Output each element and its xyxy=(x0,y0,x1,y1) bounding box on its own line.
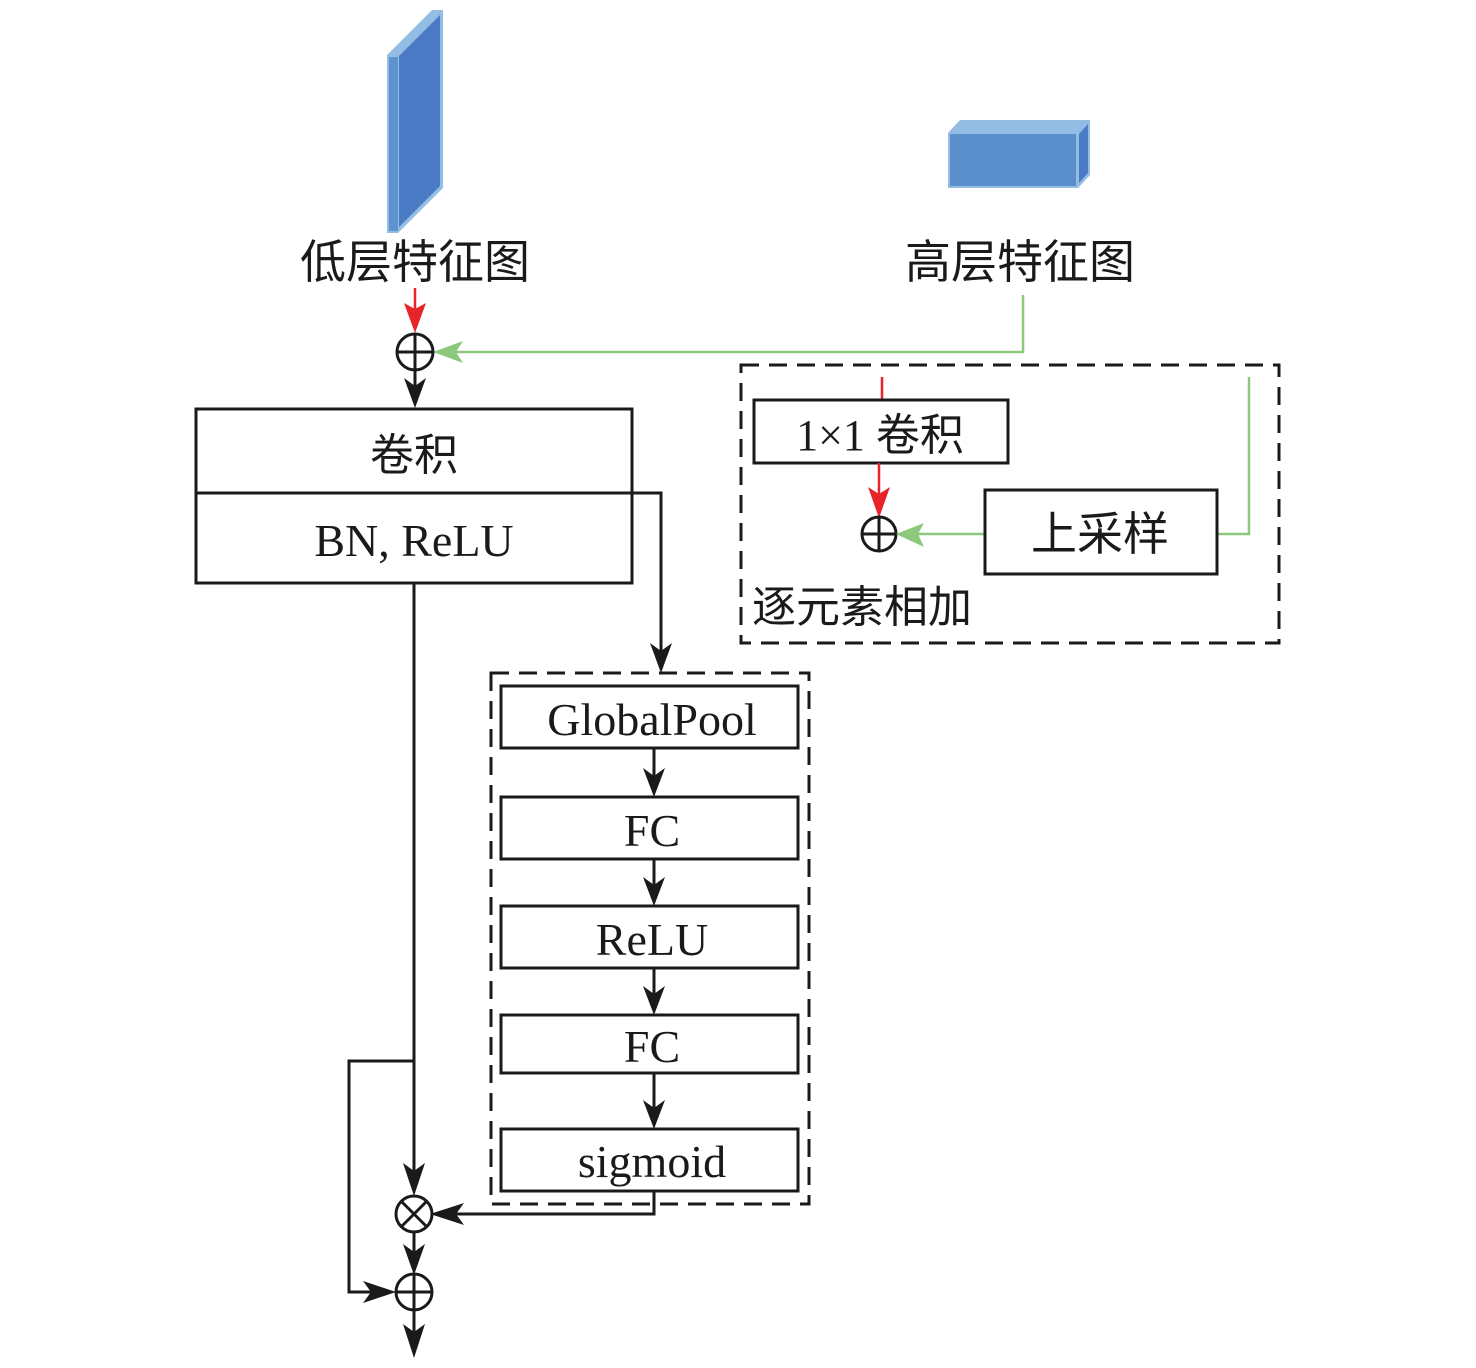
low-level-arrow xyxy=(404,288,426,333)
attention-step-fc-1: FC xyxy=(499,795,800,861)
step-label: GlobalPool xyxy=(547,694,757,745)
final-add-node-icon xyxy=(394,1272,434,1312)
arrow-to-final-add xyxy=(403,1232,425,1275)
conv-block: 卷积 BN, ReLU xyxy=(194,407,634,585)
attention-step-globalpool: GlobalPool xyxy=(499,684,800,750)
attention-arrow xyxy=(643,968,665,1015)
attention-step-sigmoid: sigmoid xyxy=(499,1127,800,1193)
legend-add-node-icon xyxy=(860,515,898,553)
arrow-to-conv xyxy=(404,370,426,408)
legend-conv1x1-label: 1×1 卷积 xyxy=(796,411,964,460)
main-path-line xyxy=(403,583,425,1196)
attention-arrow xyxy=(643,859,665,906)
legend-green-arrow xyxy=(896,377,1251,547)
legend-frame xyxy=(739,363,1281,645)
attention-module-frame xyxy=(489,671,811,1206)
attention-output-arrow xyxy=(430,1191,656,1225)
step-label: sigmoid xyxy=(578,1136,726,1187)
attention-arrow xyxy=(643,748,665,797)
output-arrow xyxy=(403,1310,425,1358)
step-label: ReLU xyxy=(596,914,708,965)
high-level-feature-map-icon xyxy=(948,120,1090,188)
step-label: FC xyxy=(624,1021,680,1072)
step-label: FC xyxy=(624,805,680,856)
legend-upsample-label: 上采样 xyxy=(1031,507,1169,561)
attention-step-relu: ReLU xyxy=(499,904,800,970)
legend-caption: 逐元素相加 xyxy=(752,582,972,633)
residual-skip-arrow xyxy=(347,1059,414,1303)
legend-red-arrow xyxy=(868,463,890,518)
conv-label: 卷积 xyxy=(370,430,458,481)
attention-step-fc-2: FC xyxy=(499,1013,800,1075)
bn-relu-label: BN, ReLU xyxy=(314,515,513,566)
high-level-label: 高层特征图 xyxy=(905,235,1135,289)
attention-branch-arrow xyxy=(632,491,672,673)
attention-arrow xyxy=(643,1073,665,1129)
fusion-add-node-icon xyxy=(395,332,435,372)
high-level-arrow xyxy=(433,295,1025,363)
legend-upsample-box: 上采样 xyxy=(983,488,1219,576)
low-level-label: 低层特征图 xyxy=(300,235,530,289)
multiply-node-icon xyxy=(394,1194,434,1234)
legend-conv1x1-box: 1×1 卷积 xyxy=(752,398,1010,465)
low-level-feature-map-icon xyxy=(387,10,443,233)
